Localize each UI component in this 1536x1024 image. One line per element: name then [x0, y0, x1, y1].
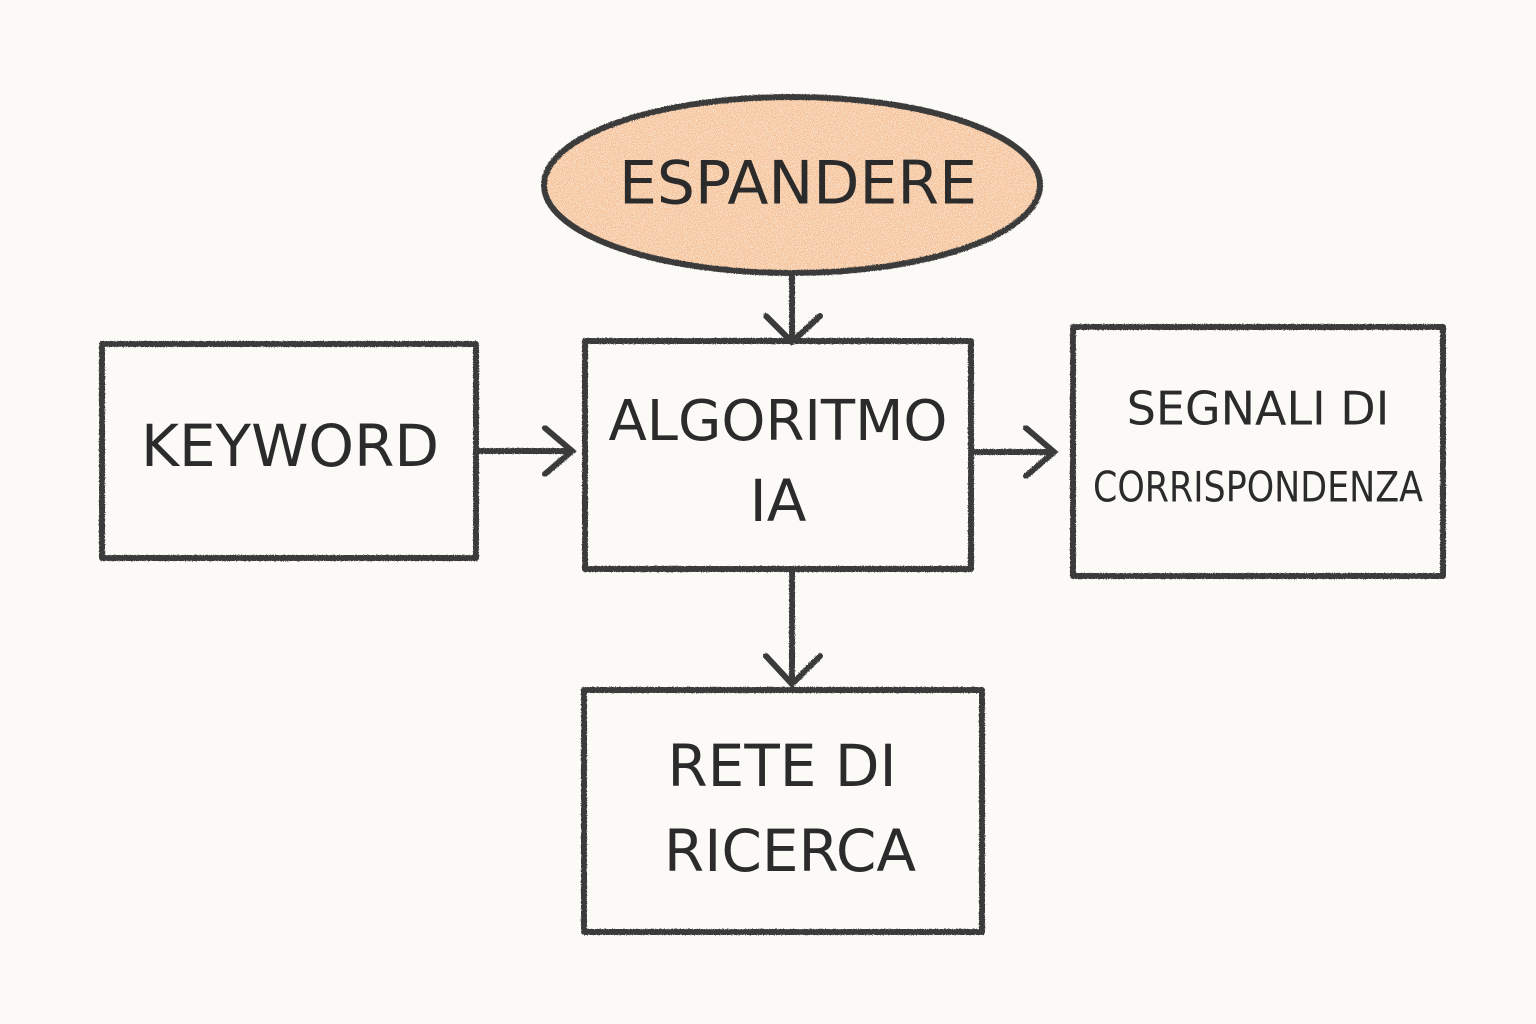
rete-label-line-1: RETE DI: [667, 732, 896, 800]
node-espandere: ESPANDERE: [541, 94, 1043, 276]
segnali-label-line-2: CORRISPONDENZA: [1093, 463, 1423, 512]
node-algoritmo-ia: ALGORITMO IA: [582, 338, 974, 572]
rete-label-line-2: RICERCA: [664, 817, 916, 885]
espandere-label: ESPANDERE: [619, 149, 977, 219]
arrow-head: [1023, 425, 1059, 479]
edge-espandere-to-algoritmo: [763, 271, 823, 347]
arrow-head: [763, 313, 823, 347]
arrow-head: [763, 653, 823, 689]
edge-algoritmo-to-rete: [763, 567, 823, 689]
rete-box: [581, 687, 985, 935]
segnali-label-line-1: SEGNALI DI: [1127, 382, 1390, 436]
algoritmo-label-line-1: ALGORITMO: [608, 389, 947, 454]
node-keyword: KEYWORD: [99, 341, 479, 561]
edge-algoritmo-to-segnali: [969, 425, 1059, 479]
arrow-head: [542, 425, 577, 477]
keyword-label: KEYWORD: [141, 412, 439, 480]
node-segnali-di-corrispondenza: SEGNALI DI CORRISPONDENZA: [1070, 324, 1446, 579]
espandere-ellipse-fill: [544, 97, 1040, 273]
algoritmo-box: [582, 338, 974, 572]
edge-keyword-to-algoritmo: [475, 425, 577, 477]
segnali-box: [1070, 324, 1446, 579]
algoritmo-label-line-2: IA: [750, 467, 807, 535]
node-rete-di-ricerca: RETE DI RICERCA: [581, 687, 985, 935]
